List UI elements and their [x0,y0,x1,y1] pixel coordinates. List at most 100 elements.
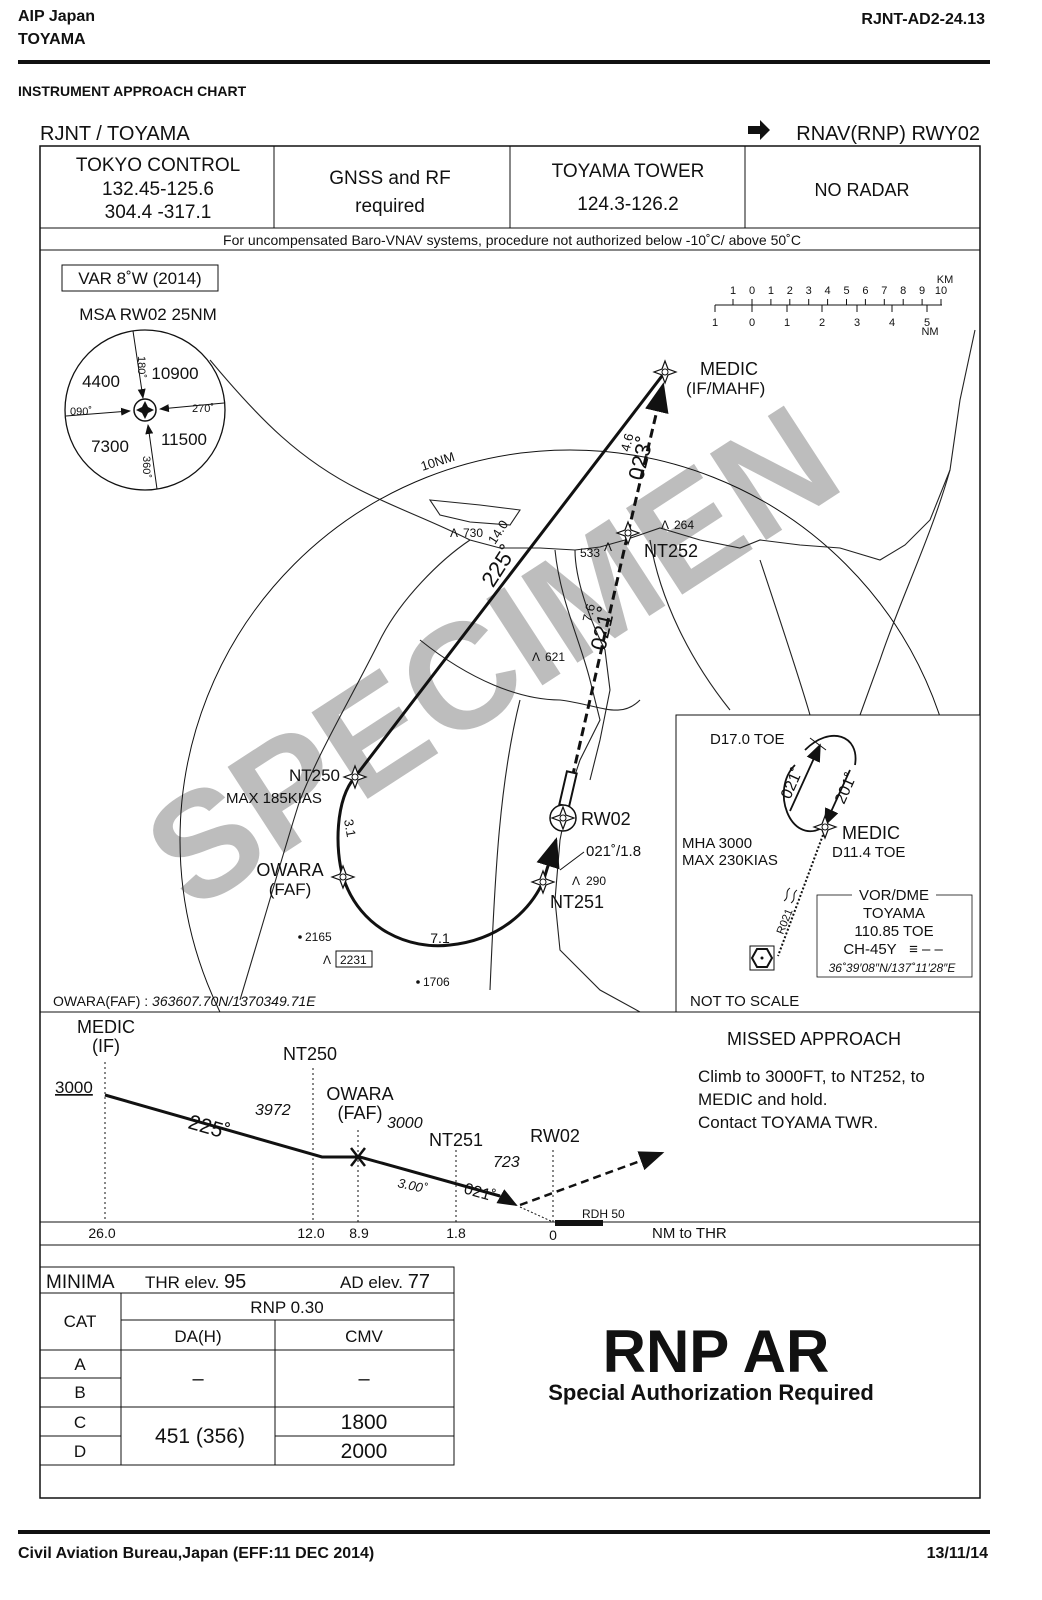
scale-km-label: 3 [806,285,812,297]
ab-cmv: – [358,1368,370,1390]
obstacle-elev: 533 [580,546,600,560]
profile-medic-alt: 3000 [55,1078,93,1097]
range-ring-label: 10NM [419,449,457,474]
scale-km-label: 9 [919,285,925,297]
rw02-waypoint-icon [549,804,577,832]
rf-distance2: 7.1 [430,930,450,946]
runway-icon [558,770,578,808]
scale-nm-label: 2 [819,317,825,329]
profile-course2: 021˚ [462,1181,497,1206]
tower-freq: 124.3-126.2 [577,194,678,215]
cat-d: D [74,1442,86,1461]
footer-date: 13/11/14 [927,1545,989,1562]
profile-nt251-alt: 723 [493,1154,520,1171]
distance-label: 0 [549,1227,557,1243]
scale-km-label: 7 [881,285,887,297]
fix-nt252: NT252 [644,541,698,561]
page-id: RJNT-AD2-24.13 [861,11,985,28]
minima-table: MINIMA THR elev. 95 AD elev. 77 CAT RNP … [39,1266,455,1466]
c-cmv: 1800 [341,1411,388,1434]
profile-view: MEDIC (IF) NT250 OWARA (FAF) NT251 RW02 … [40,1017,980,1246]
distance-label: 12.0 [297,1225,324,1241]
requirement-line2: required [355,196,425,217]
profile-course1: 225˚ [186,1111,233,1145]
variation-box [61,264,219,292]
inbound-distance: 14.0 [485,517,511,546]
obstacle-icon: Λ [450,526,458,540]
scale-km-label: 8 [900,285,906,297]
msa-bearing-090: 090˚ [70,406,92,418]
msa-sector-ne: 10900 [151,364,198,383]
profile-glidepath: 3.00˚ [396,1175,429,1196]
fix-owara: OWARA [256,860,323,880]
scale-km-label: 6 [862,285,868,297]
aerodrome-name: TOYAMA [18,31,86,48]
profile-owara-role: (FAF) [338,1103,383,1123]
fix-rw02: RW02 [581,809,631,829]
navaid-name: TOYAMA [863,905,925,922]
control-freq2: 304.4 -317.1 [105,202,212,223]
profile-rw02: RW02 [530,1126,580,1146]
spot-height: 2165 [305,930,332,944]
rnp-ar-title: RNP AR [603,1318,830,1385]
msa-sector-se: 11500 [161,430,207,449]
scale-km-label: 10 [935,285,947,297]
fix-owara-role: (FAF) [269,880,312,899]
scale-km-label: 1 [768,285,774,297]
distance-label: 8.9 [349,1225,369,1241]
descent-path [104,1093,501,1198]
title-left: RJNT / TOYAMA [40,123,190,145]
msa-diagram: 4400 10900 7300 11500 180˚ 090˚ 270˚ 360… [64,329,226,491]
missed-approach-line3: Contact TOYAMA TWR. [698,1113,878,1132]
msa-bearing-270: 270˚ [192,403,214,415]
ad-elev: AD elev. 77 [340,1271,430,1293]
scale-km-label: 2 [787,285,793,297]
obstacle-icon: Λ [323,953,331,967]
obstacle-elev: 264 [674,518,694,532]
msa-sector-sw: 7300 [91,437,129,456]
vor-dme-icon [749,945,775,971]
rnp-ar-subtitle: Special Authorization Required [548,1380,874,1405]
profile-owara-alt: 3000 [387,1115,423,1132]
navaid-box [816,894,973,978]
approach-track [336,371,669,948]
profile-owara: OWARA [326,1084,393,1104]
navaid-coords: 36˚39′08″N/137˚11′28″E [829,961,957,975]
fix-owara-icon [331,865,355,889]
not-to-scale: NOT TO SCALE [690,993,799,1010]
control-freq1: 132.45-125.6 [102,179,214,200]
fix-medic-role: (IF/MAHF) [686,379,765,398]
cat-b: B [74,1383,85,1402]
missed-approach-path [519,1151,665,1207]
missed-approach-line2: MEDIC and hold. [698,1090,827,1109]
owara-coords-value: 363607.70N/1370349.71E [152,993,316,1009]
obstacle-elev: 730 [463,526,483,540]
obstacle-icon: Λ [604,540,612,554]
scale-km-label: 1 [730,285,736,297]
cmv-header: CMV [345,1327,383,1346]
distance-label: 1.8 [446,1225,466,1241]
scale-nm-label: 1 [712,317,718,329]
comm-control: TOKYO CONTROL 132.45-125.6 304.4 -317.1 [76,155,240,223]
scale-nm-label: 5 [924,317,930,329]
scale-nm-label: 3 [854,317,860,329]
profile-medic-role: (IF) [92,1036,120,1056]
leg-label-missed1: 023˚ 4.6 [618,432,659,483]
navaid-channel: CH-45Y [843,941,896,958]
ad-elev-label: AD elev. [340,1273,403,1292]
cd-dah: 451 (356) [155,1425,245,1448]
profile-nt251: NT251 [429,1130,483,1150]
holding-inset: D17.0 TOE 021˚ 201˚ MEDIC D11.4 TOE MHA … [675,714,981,1013]
scale-nm-label: 1 [784,317,790,329]
fix-medic: MEDIC [700,359,758,379]
spot-height: 1706 [423,975,450,989]
publication: AIP Japan [18,8,95,25]
thr-elev: THR elev. 95 [145,1271,246,1293]
scale-nm-label: 4 [889,317,895,329]
msa-bearing-180: 180˚ [135,356,147,378]
scale-km-unit: KM [937,274,954,286]
profile-rdh: RDH 50 [582,1207,625,1221]
distance-label: 26.0 [88,1225,115,1241]
cat-a: A [74,1355,86,1374]
